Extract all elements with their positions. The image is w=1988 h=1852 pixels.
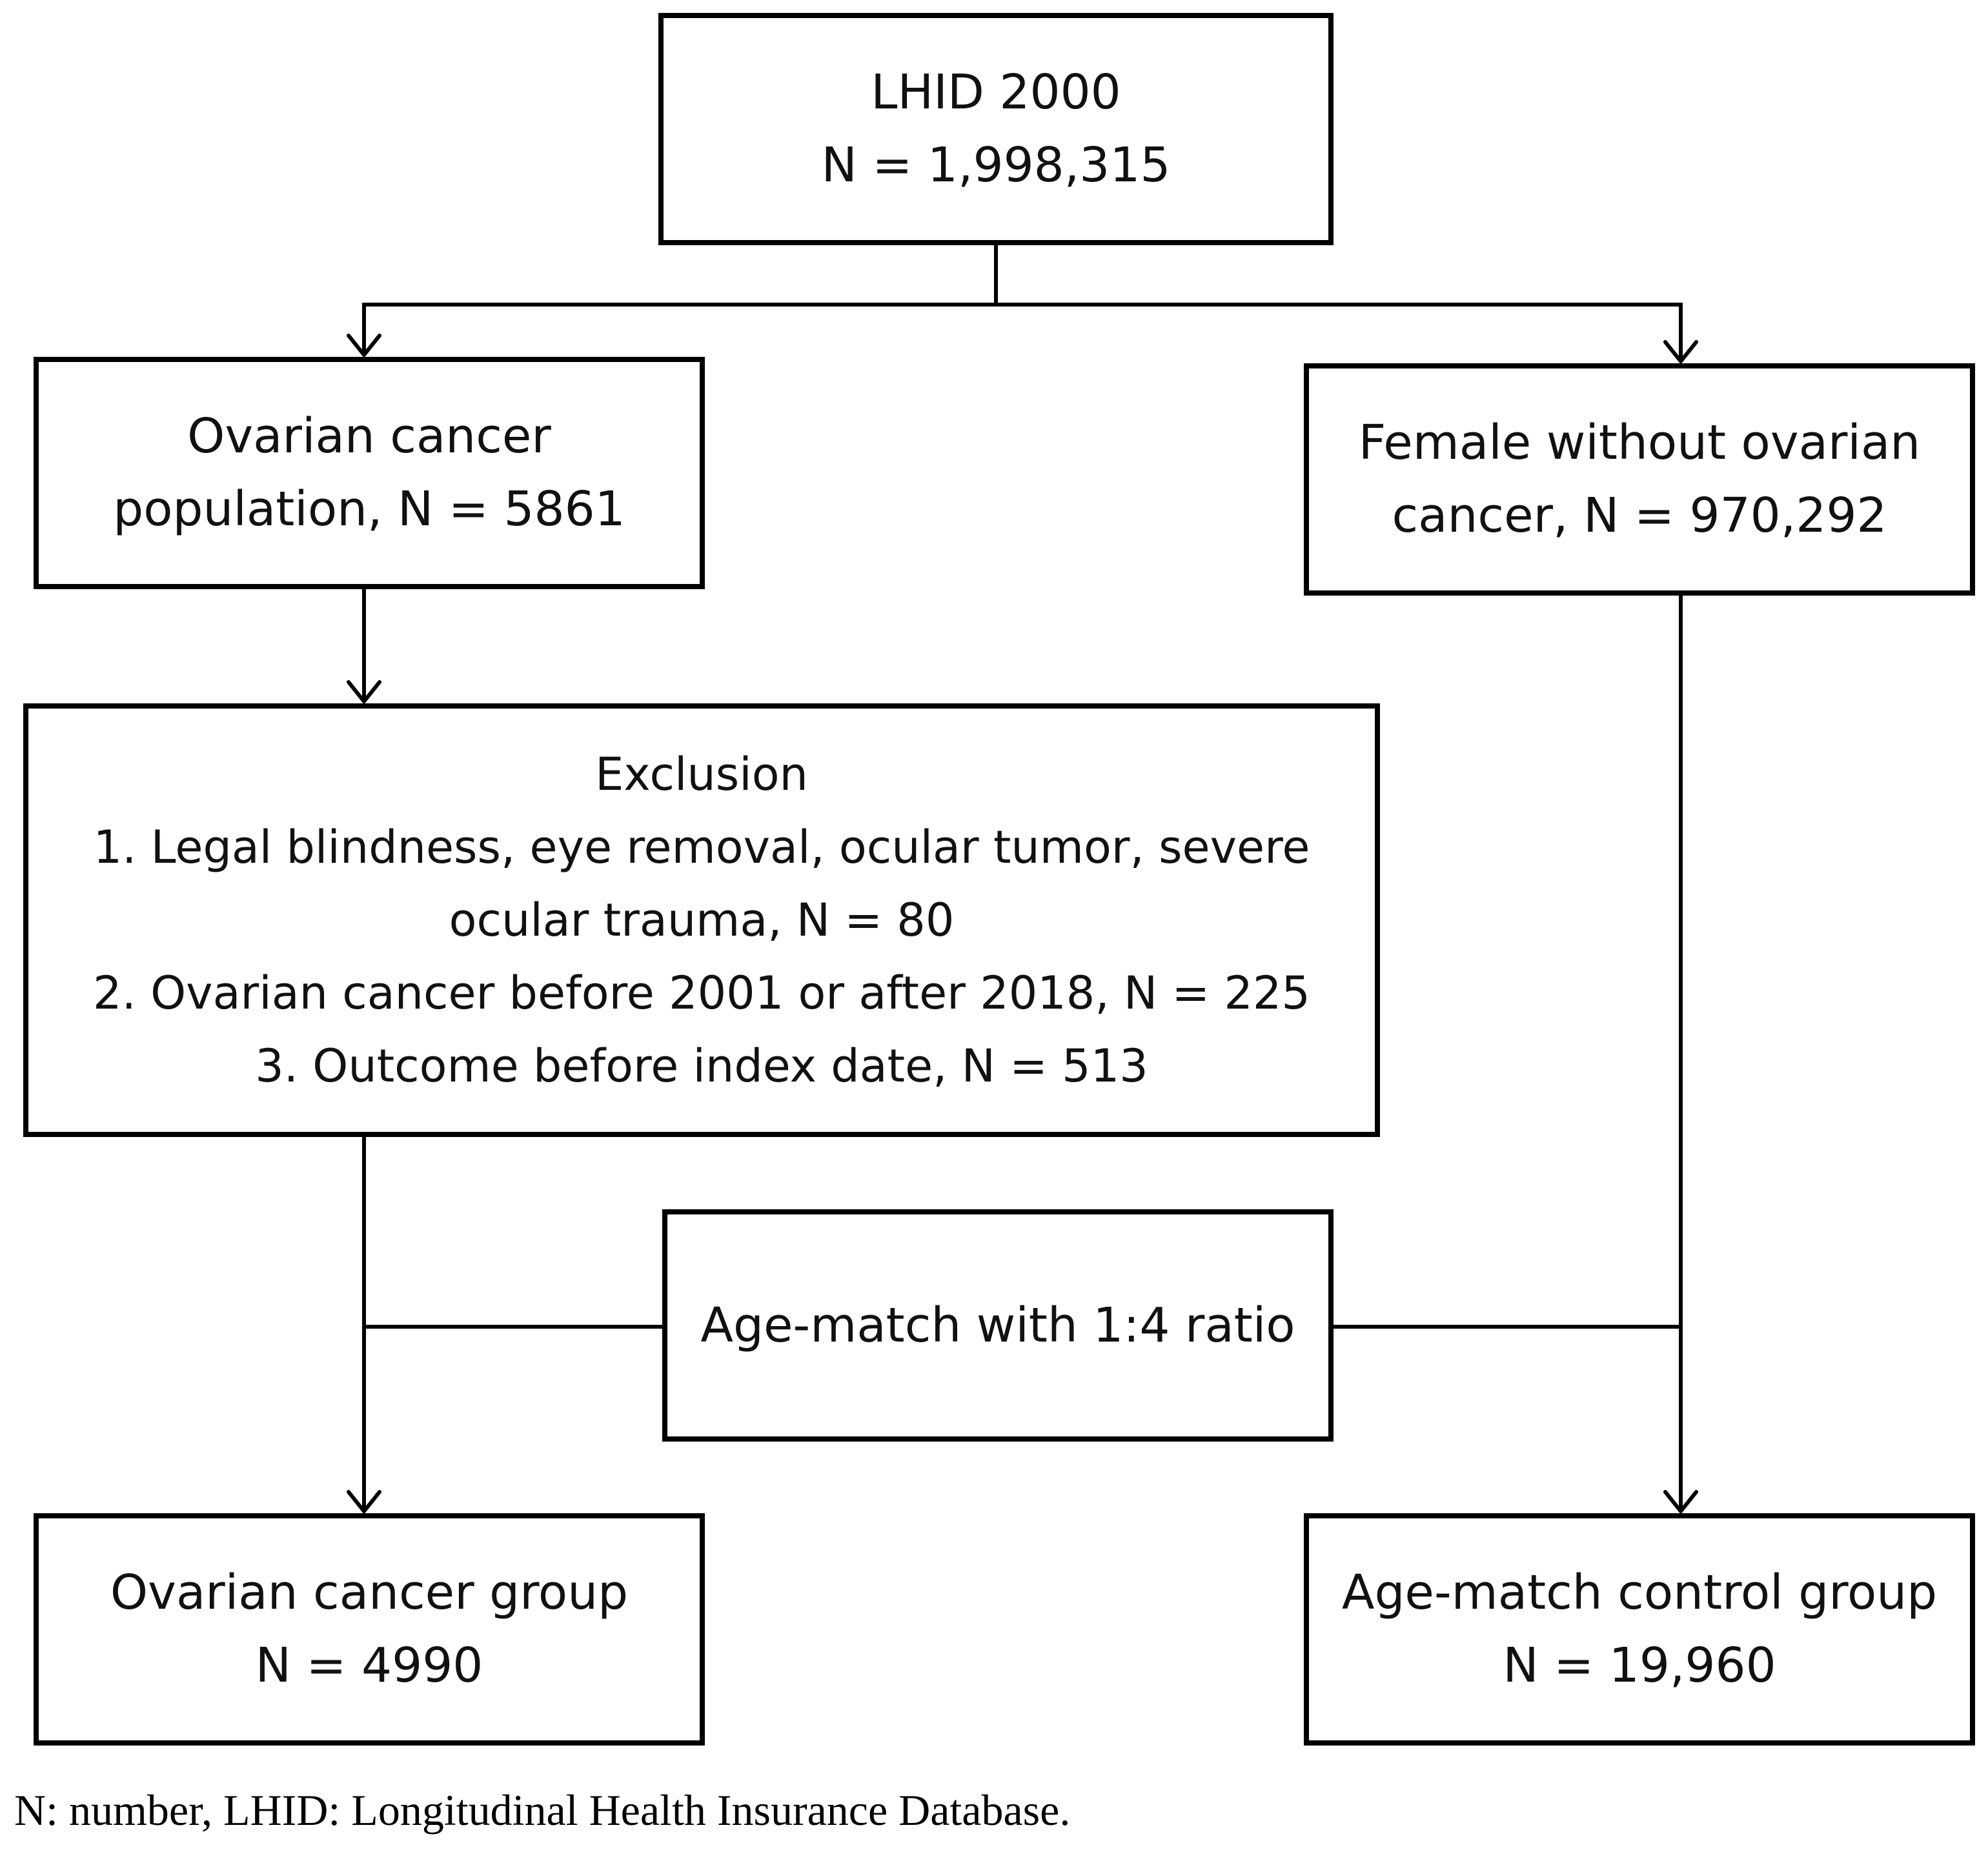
control-group-box: Age-match control group N = 19,960	[1304, 1513, 1975, 1746]
arrowhead-female-without	[1663, 340, 1698, 363]
arrowhead-control-group	[1663, 1490, 1698, 1513]
arrowhead-exclusion	[347, 680, 381, 703]
exclusion-item-2: 2. Ovarian cancer before 2001 or after 2…	[93, 966, 1310, 1020]
age-match-label: Age-match with 1:4 ratio	[700, 1297, 1295, 1353]
control-group-label: Age-match control group	[1341, 1565, 1938, 1620]
female-without-count: cancer, N = 970,292	[1392, 488, 1887, 543]
exclusion-item-1-line-1: 1. Legal blindness, eye removal, ocular …	[93, 820, 1310, 874]
lhid-count: N = 1,998,315	[821, 137, 1171, 193]
exclusion-box: Exclusion 1. Legal blindness, eye remova…	[23, 703, 1380, 1137]
ovarian-population-box: Ovarian cancer population, N = 5861	[34, 357, 705, 589]
exclusion-item-3: 3. Outcome before index date, N = 513	[255, 1039, 1148, 1092]
arrowhead-ovarian-group	[347, 1490, 381, 1513]
ovarian-group-label: Ovarian cancer group	[110, 1565, 629, 1620]
female-without-box: Female without ovarian cancer, N = 970,2…	[1304, 363, 1975, 596]
female-without-label: Female without ovarian	[1358, 415, 1921, 470]
ovarian-population-count: population, N = 5861	[113, 481, 625, 537]
age-match-box: Age-match with 1:4 ratio	[662, 1209, 1334, 1442]
lhid-box: LHID 2000 N = 1,998,315	[658, 13, 1334, 245]
footnote: N: number, LHID: Longitudinal Health Ins…	[14, 1786, 1071, 1835]
exclusion-item-1-line-2: ocular trauma, N = 80	[449, 893, 955, 947]
ovarian-group-box: Ovarian cancer group N = 4990	[34, 1513, 705, 1746]
control-group-count: N = 19,960	[1503, 1638, 1776, 1693]
lhid-title: LHID 2000	[871, 65, 1121, 120]
exclusion-title: Exclusion	[595, 747, 808, 801]
arrowhead-ovarian-population	[347, 334, 381, 357]
ovarian-population-label: Ovarian cancer	[187, 408, 551, 464]
ovarian-group-count: N = 4990	[255, 1638, 483, 1693]
